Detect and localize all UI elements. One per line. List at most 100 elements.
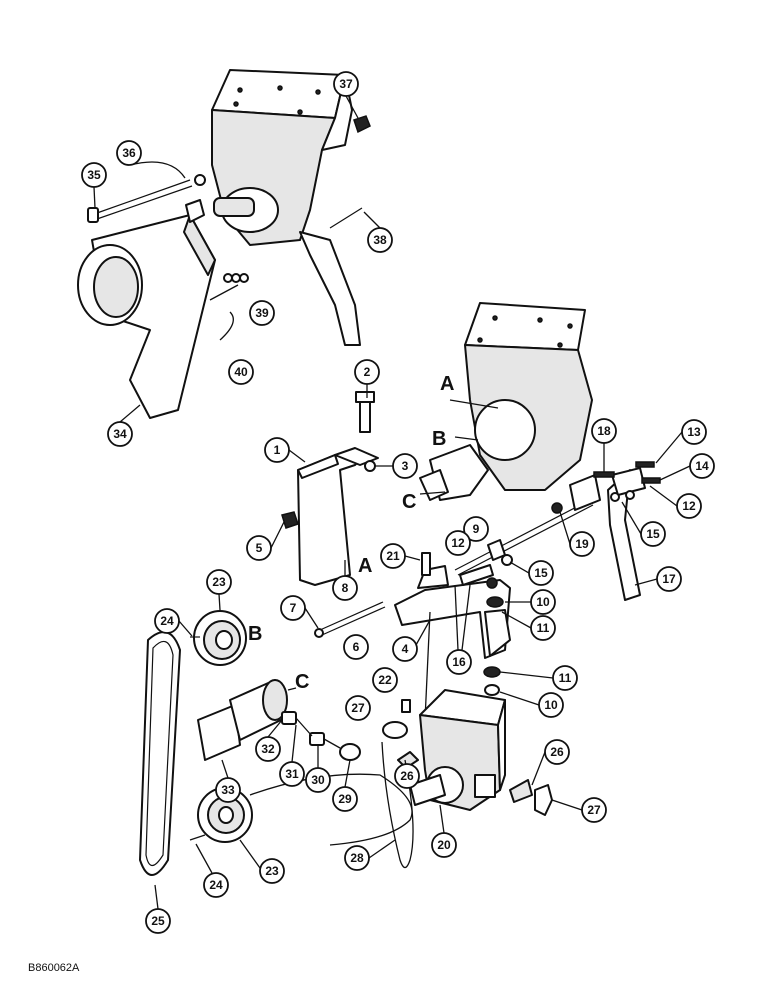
callout-11b: 11: [552, 665, 578, 691]
bearing-assembly: [197, 679, 288, 761]
callout-7: 7: [280, 595, 306, 621]
svg-text:33: 33: [221, 783, 235, 797]
svg-text:13: 13: [687, 425, 701, 439]
svg-text:19: 19: [575, 537, 589, 551]
mounting-bracket: [394, 565, 511, 659]
svg-text:36: 36: [122, 146, 136, 160]
svg-text:32: 32: [261, 742, 275, 756]
callout-17: 17: [656, 566, 682, 592]
callout-3: 3: [392, 453, 418, 479]
callout-8: 8: [332, 575, 358, 601]
svg-text:4: 4: [402, 642, 409, 656]
drive-pulley-upper: [193, 610, 247, 666]
callout-23b: 23: [259, 858, 285, 884]
svg-text:7: 7: [290, 601, 297, 615]
callout-6: 6: [343, 634, 369, 660]
svg-text:38: 38: [373, 233, 387, 247]
callout-27b: 27: [581, 797, 607, 823]
svg-text:17: 17: [662, 572, 676, 586]
svg-text:12: 12: [451, 536, 465, 550]
svg-text:21: 21: [386, 549, 400, 563]
svg-text:25: 25: [151, 914, 165, 928]
callout-24a: 24: [154, 608, 180, 634]
callout-25: 25: [145, 908, 171, 934]
callout-23a: 23: [206, 569, 232, 595]
callout-33: 33: [215, 777, 241, 803]
callout-28: 28: [344, 845, 370, 871]
callout-1: 1: [264, 437, 290, 463]
callout-12a: 12: [445, 530, 471, 556]
svg-text:30: 30: [311, 773, 325, 787]
svg-text:39: 39: [255, 306, 269, 320]
svg-text:10: 10: [544, 698, 558, 712]
svg-text:11: 11: [537, 621, 550, 635]
svg-text:26: 26: [400, 769, 414, 783]
callout-24b: 24: [203, 872, 229, 898]
letter-b-lower: B: [248, 623, 262, 645]
callout-10b: 10: [538, 692, 564, 718]
svg-text:6: 6: [353, 640, 360, 654]
callout-4: 4: [392, 636, 418, 662]
callout-36: 36: [116, 140, 142, 166]
callout-39: 39: [249, 300, 275, 326]
svg-text:34: 34: [113, 427, 127, 441]
svg-text:23: 23: [212, 575, 226, 589]
callout-18: 18: [591, 418, 617, 444]
callout-14: 14: [689, 453, 715, 479]
svg-text:10: 10: [536, 595, 550, 609]
svg-text:31: 31: [285, 767, 299, 781]
callout-40: 40: [228, 359, 254, 385]
svg-text:40: 40: [234, 365, 248, 379]
svg-text:23: 23: [265, 864, 279, 878]
svg-text:20: 20: [437, 838, 451, 852]
upper-gearbox: [211, 69, 361, 346]
callout-22: 22: [372, 667, 398, 693]
svg-text:27: 27: [351, 701, 365, 715]
callout-16: 16: [446, 649, 472, 675]
svg-text:11: 11: [559, 671, 572, 685]
letter-a-upper: A: [440, 373, 454, 395]
svg-text:3: 3: [402, 459, 409, 473]
callout-19: 19: [569, 531, 595, 557]
callout-29: 29: [332, 786, 358, 812]
callout-5: 5: [246, 535, 272, 561]
callout-38: 38: [367, 227, 393, 253]
callout-37: 37: [333, 71, 359, 97]
svg-text:16: 16: [452, 655, 466, 669]
callout-20: 20: [431, 832, 457, 858]
callout-9: 9: [463, 516, 489, 542]
svg-text:9: 9: [473, 522, 480, 536]
svg-text:28: 28: [350, 851, 364, 865]
svg-text:15: 15: [646, 527, 660, 541]
letter-a-lower: A: [358, 555, 372, 577]
belt-guard: [77, 199, 216, 419]
letter-b-upper: B: [432, 428, 446, 450]
svg-text:14: 14: [695, 459, 709, 473]
svg-text:12: 12: [682, 499, 696, 513]
svg-text:2: 2: [364, 365, 371, 379]
callout-26b: 26: [544, 739, 570, 765]
callout-21: 21: [380, 543, 406, 569]
svg-text:35: 35: [87, 168, 101, 182]
svg-text:15: 15: [534, 566, 548, 580]
callout-27a: 27: [345, 695, 371, 721]
svg-text:24: 24: [160, 614, 174, 628]
callout-30: 30: [305, 767, 331, 793]
svg-text:26: 26: [550, 745, 564, 759]
callout-15a: 15: [640, 521, 666, 547]
drawing-reference: B860062A: [28, 962, 80, 974]
svg-text:29: 29: [338, 792, 352, 806]
callout-11a: 11: [530, 615, 556, 641]
svg-text:22: 22: [378, 673, 392, 687]
callout-26a: 26: [394, 763, 420, 789]
callout-15b: 15: [528, 560, 554, 586]
right-angle-gearbox: [409, 689, 506, 811]
callout-13: 13: [681, 419, 707, 445]
letter-c-lower: C: [295, 671, 309, 693]
letter-c-upper: C: [402, 491, 416, 513]
svg-text:24: 24: [209, 878, 223, 892]
callout-35: 35: [81, 162, 107, 188]
callout-31: 31: [279, 761, 305, 787]
